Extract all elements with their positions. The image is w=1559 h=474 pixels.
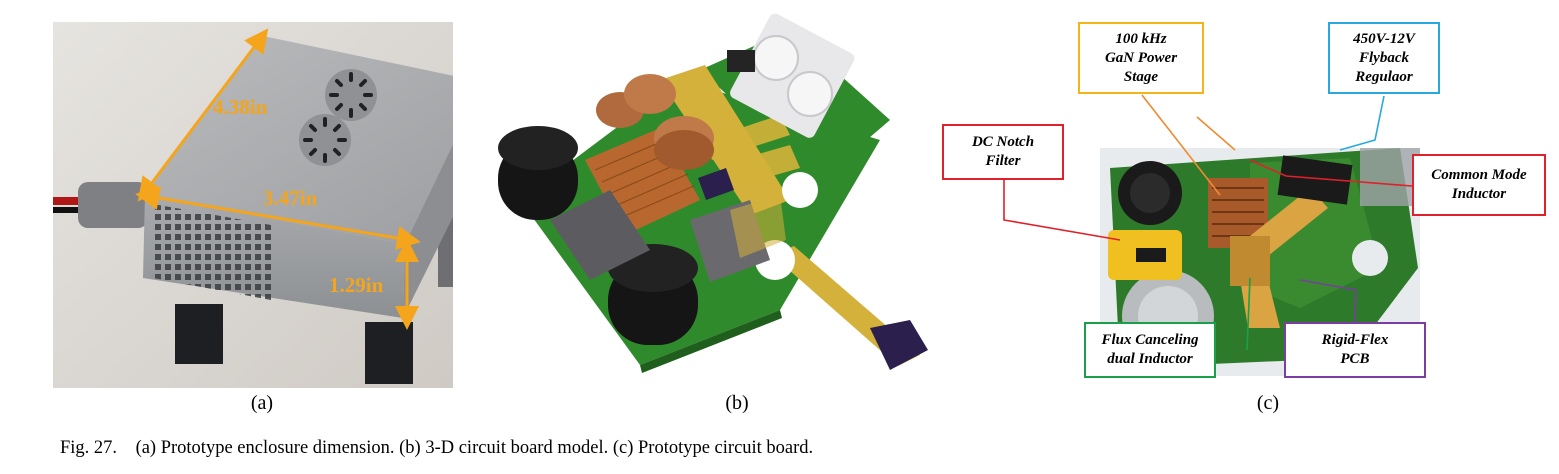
callout-dc-notch-filter: DC Notch Filter [942, 124, 1064, 180]
panel-label-a: (a) [250, 392, 274, 414]
figure-caption-text: (a) Prototype enclosure dimension. (b) 3… [135, 438, 814, 458]
dimension-label-length: 4.38in [213, 95, 268, 119]
callout-common-mode-inductor: Common Mode Inductor [1412, 154, 1546, 216]
dimension-label-width: 3.47in [263, 186, 318, 210]
dimension-label-height: 1.29in [329, 273, 384, 297]
enclosure-dimension-overlay: 4.38in 3.47in 1.29in [135, 28, 421, 330]
callout-flux-canceling-inductor: Flux Canceling dual Inductor [1084, 322, 1216, 378]
dimension-arrow-length [137, 28, 269, 202]
panel-label-c: (c) [1256, 392, 1280, 414]
circuit-board-3d-model [498, 13, 928, 373]
callout-rigid-flex-pcb: Rigid-Flex PCB [1284, 322, 1426, 378]
figure-number: Fig. 27. [60, 438, 118, 458]
figure-caption: Fig. 27. (a) Prototype enclosure dimensi… [60, 438, 813, 459]
callout-gan-power-stage: 100 kHz GaN Power Stage [1078, 22, 1204, 94]
dimension-arrow-width [135, 186, 421, 250]
callout-flyback-regulator: 450V-12V Flyback Regulaor [1328, 22, 1440, 94]
prototype-board-photo [1100, 148, 1420, 376]
panel-label-b: (b) [725, 392, 749, 414]
